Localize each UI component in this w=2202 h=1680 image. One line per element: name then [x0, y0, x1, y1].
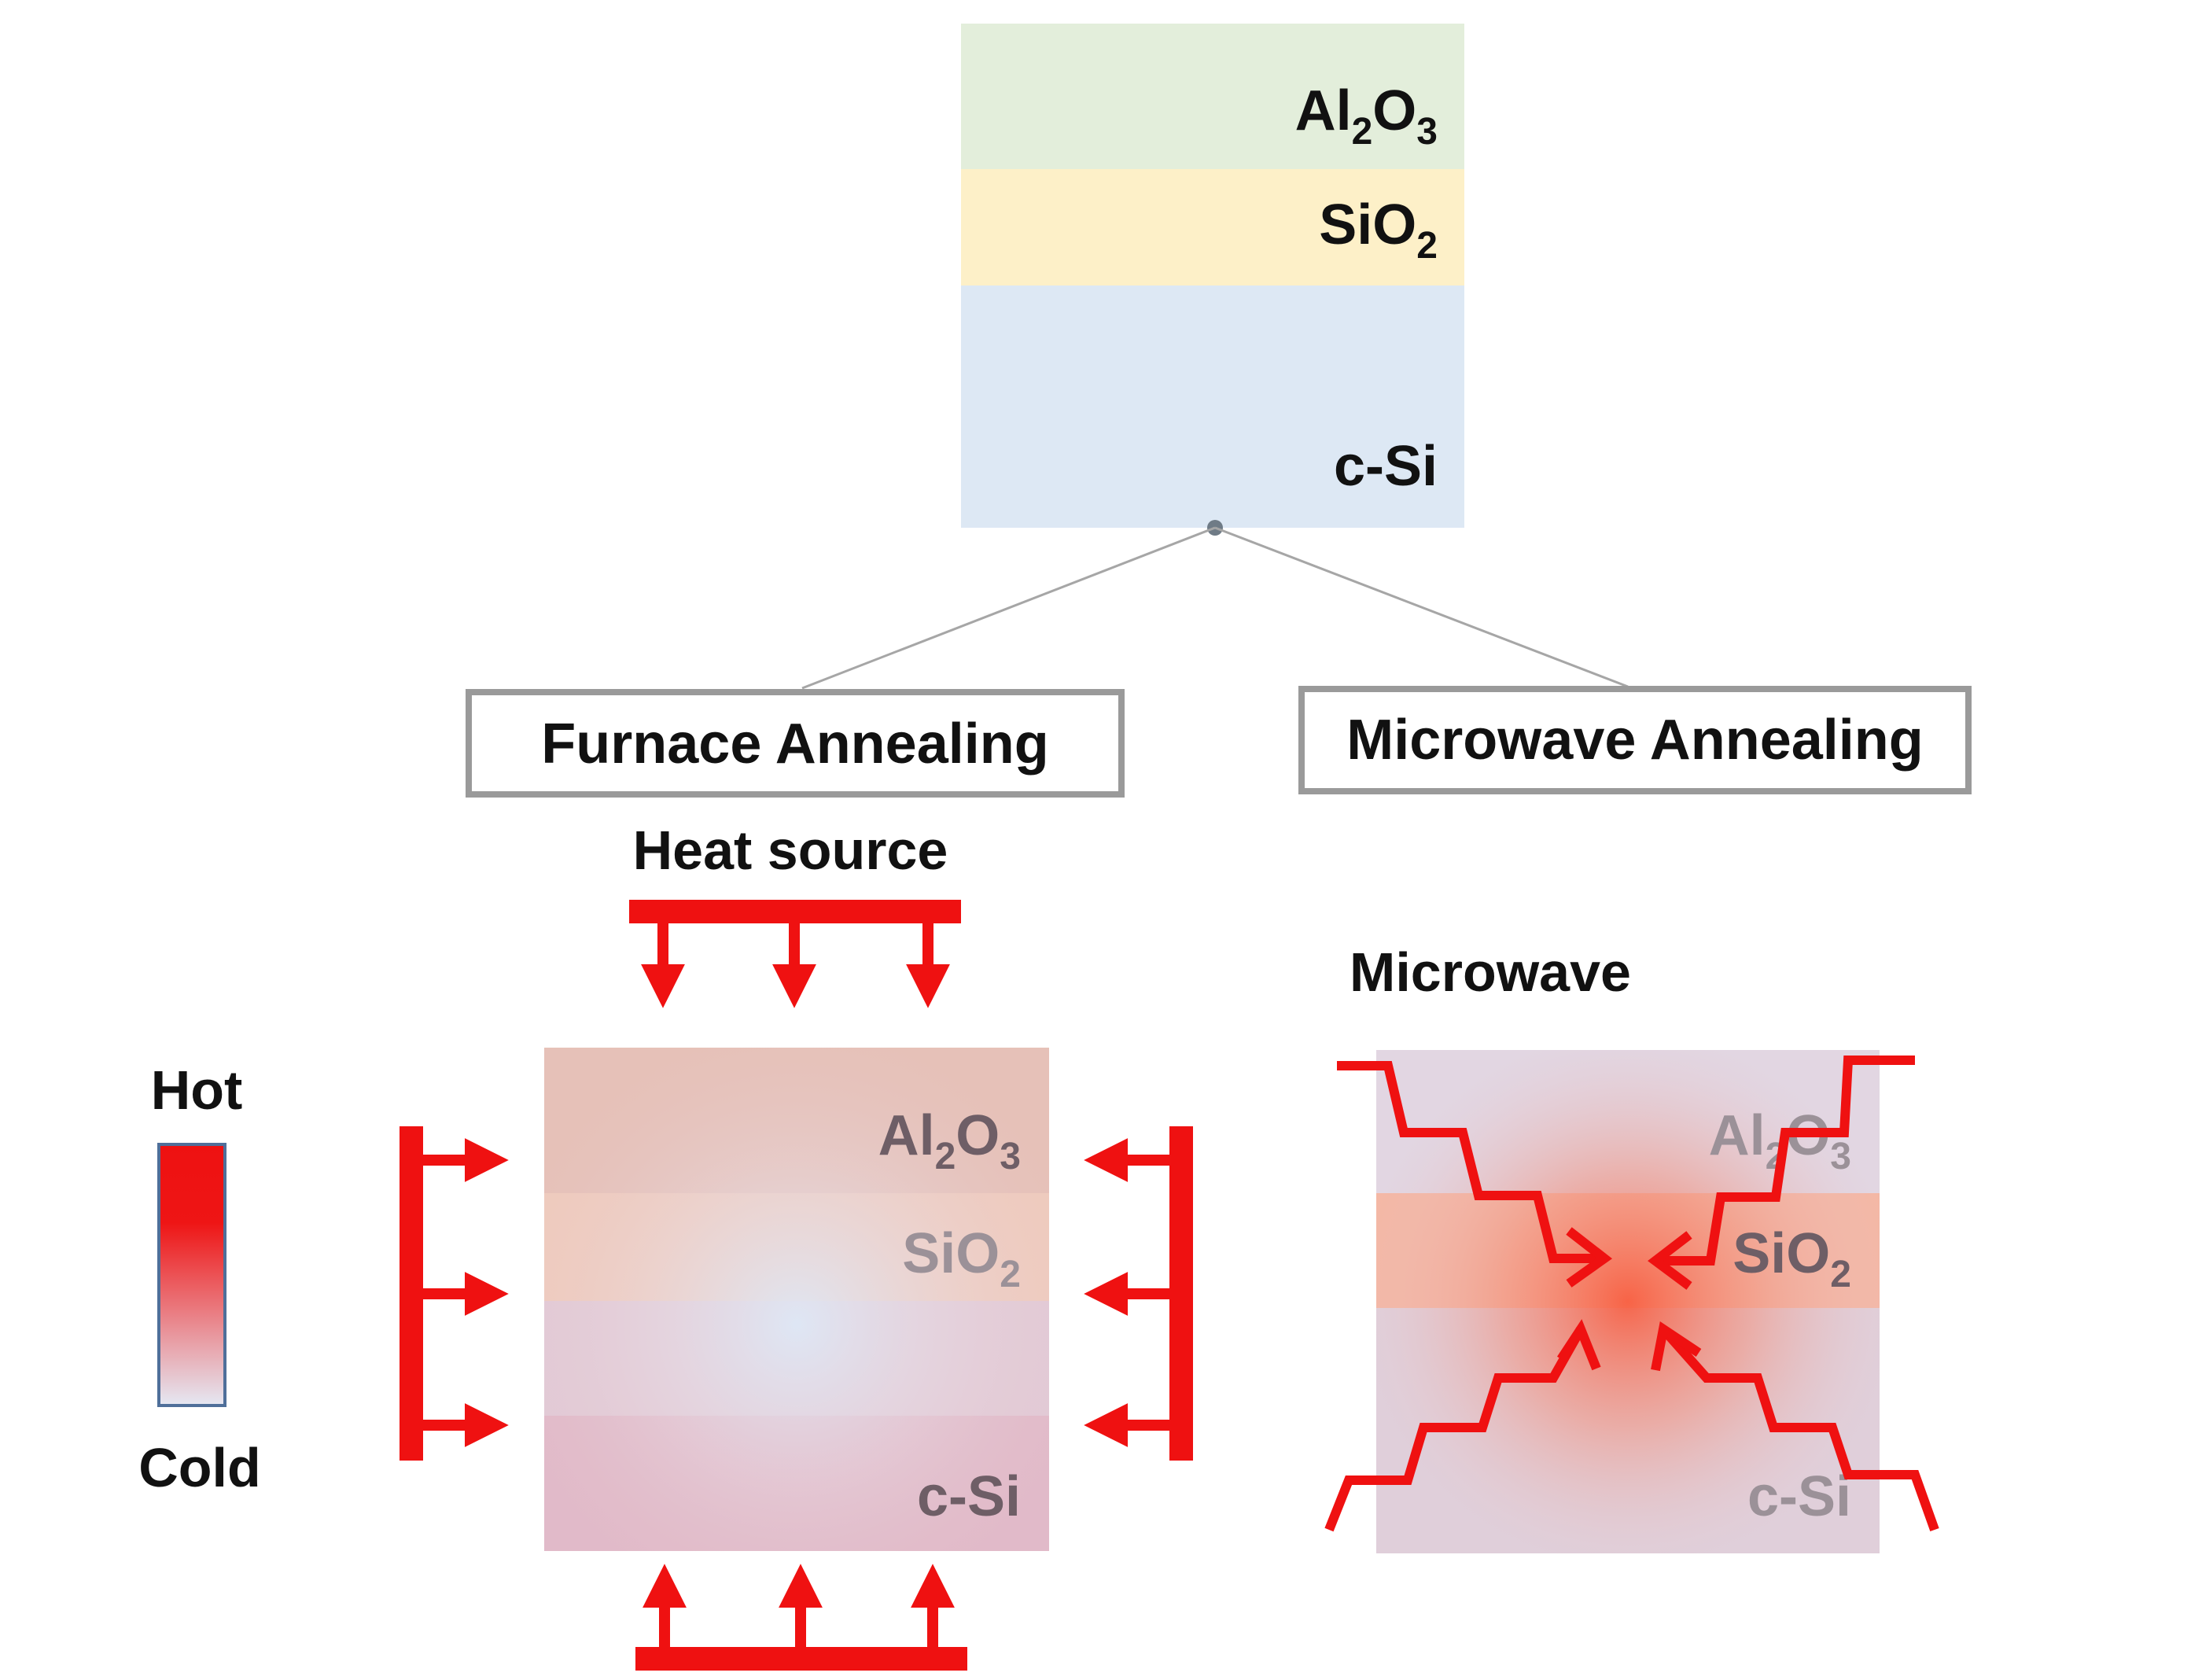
microwave-label: Microwave [1350, 941, 1631, 1003]
microwave-ray-bottom-right [1659, 1326, 1939, 1532]
top-sio2-label: SiO2 [1319, 193, 1438, 267]
microwave-panel: Microwave Al2O3 SiO2 c-Si [1324, 941, 1939, 1553]
microwave-ray-bottom-left [1324, 1327, 1585, 1532]
furnace-heat-overlay [544, 1048, 1049, 1551]
furnace-al2o3-label: Al2O3 [878, 1104, 1021, 1177]
microwave-csi-label: c-Si [1747, 1465, 1851, 1528]
heat-source-left [400, 1126, 509, 1461]
microwave-ray-top-right [1655, 1056, 1915, 1266]
heat-bar-bottom [635, 1647, 967, 1671]
legend-hot-label: Hot [151, 1059, 243, 1121]
microwave-method-label: Microwave Annealing [1346, 709, 1924, 772]
branch-connectors [801, 520, 1629, 690]
legend-gradient-bar [157, 1143, 226, 1407]
top-sio2-layer [961, 169, 1464, 286]
top-csi-label: c-Si [1334, 435, 1438, 498]
microwave-ray-bottom-right-head [1651, 1321, 1702, 1372]
heat-bar-left [400, 1126, 423, 1461]
heat-bar-right [1169, 1126, 1193, 1461]
furnace-panel: Heat source Al2O3 SiO2 c-Si [400, 820, 1193, 1671]
furnace-csi-label: c-Si [917, 1465, 1021, 1528]
heat-source-top [629, 900, 961, 1008]
microwave-ray-bottom-left-head [1556, 1319, 1601, 1371]
top-csi-layer [961, 286, 1464, 528]
top-layer-stack: Al2O3 SiO2 c-Si [961, 24, 1464, 528]
connector-right [1214, 526, 1629, 688]
connector-left [801, 526, 1216, 690]
microwave-method-box: Microwave Annealing [1298, 686, 1972, 794]
microwave-ray-top-right-head [1648, 1231, 1692, 1290]
heat-bar-top [629, 900, 961, 923]
furnace-method-label: Furnace Annealing [541, 713, 1048, 776]
top-al2o3-label: Al2O3 [1295, 79, 1438, 153]
heat-source-right [1084, 1126, 1193, 1461]
sub: 2 [1352, 111, 1373, 153]
microwave-ray-top-left [1337, 1061, 1604, 1263]
furnace-method-box: Furnace Annealing [466, 689, 1125, 798]
microwave-sio2-label: SiO2 [1733, 1222, 1851, 1295]
temperature-legend: Hot Cold [138, 1059, 261, 1498]
heat-source-bottom [635, 1564, 967, 1671]
furnace-sio2-label: SiO2 [902, 1222, 1021, 1295]
microwave-ray-top-left-head [1566, 1227, 1613, 1288]
legend-cold-label: Cold [138, 1437, 261, 1498]
heat-source-label: Heat source [633, 820, 948, 881]
top-al2o3-layer [961, 24, 1464, 169]
microwave-rays [1324, 1056, 1939, 1532]
